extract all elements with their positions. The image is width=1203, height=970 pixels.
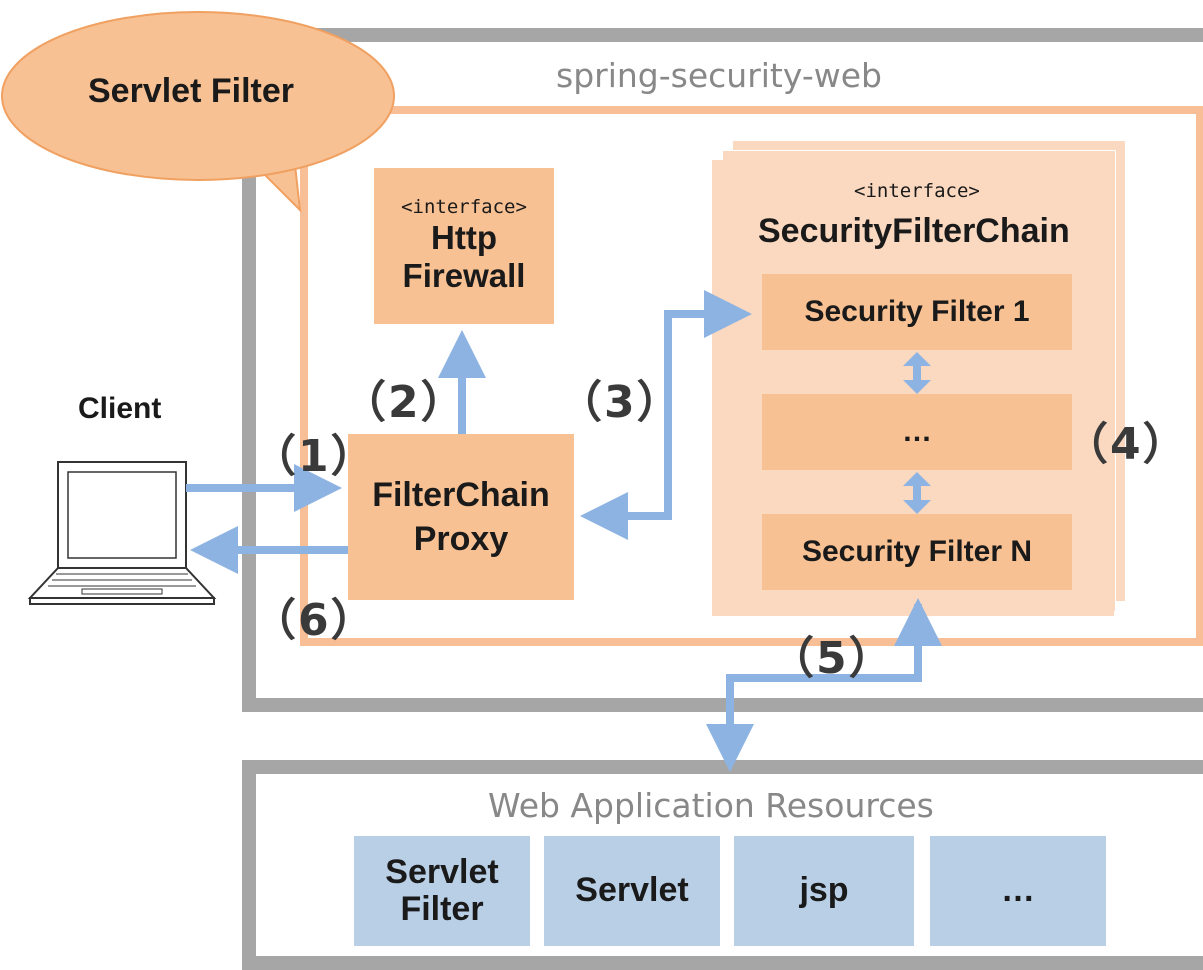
proxy-line2: Proxy <box>413 520 509 558</box>
step-6-label: （6） <box>252 595 377 646</box>
resource-servlet: Servlet <box>544 836 720 946</box>
proxy-line1: FilterChain <box>372 475 550 514</box>
resource-jsp: jsp <box>734 836 914 946</box>
security-filter-1: Security Filter 1 <box>762 274 1072 350</box>
step-2-label: （2） <box>342 377 467 428</box>
resource-servlet-filter: Servlet Filter <box>354 836 530 946</box>
resource-more-label: … <box>1001 871 1035 910</box>
filter-link-arrows <box>903 352 931 514</box>
resource-servlet-filter-line1: Servlet <box>385 852 499 891</box>
resource-more: … <box>930 836 1106 946</box>
step-5-label: （5） <box>770 633 895 684</box>
firewall-line2: Firewall <box>402 256 526 294</box>
resource-jsp-label: jsp <box>799 871 849 910</box>
step-3-label: （3） <box>558 377 683 428</box>
client-label: Client <box>78 392 162 425</box>
resource-servlet-filter-line2: Filter <box>400 890 484 928</box>
step-4-label: （4） <box>1064 419 1189 470</box>
security-filter-n: Security Filter N <box>762 514 1072 590</box>
chain-stereotype: <interface> <box>854 180 980 202</box>
firewall-line1: Http <box>431 218 497 256</box>
http-firewall-box: <interface> Http Firewall <box>374 168 554 324</box>
security-filter-ellipsis: … <box>762 394 1072 470</box>
callout-label: Servlet Filter <box>88 72 294 110</box>
resource-servlet-label: Servlet <box>575 871 689 910</box>
resources-title: Web Application Resources <box>488 786 934 825</box>
filterchain-proxy-box: FilterChain Proxy <box>348 434 574 600</box>
firewall-stereotype: <interface> <box>401 196 527 219</box>
spring-security-web-title: spring-security-web <box>556 56 882 95</box>
chain-title: SecurityFilterChain <box>758 212 1070 250</box>
